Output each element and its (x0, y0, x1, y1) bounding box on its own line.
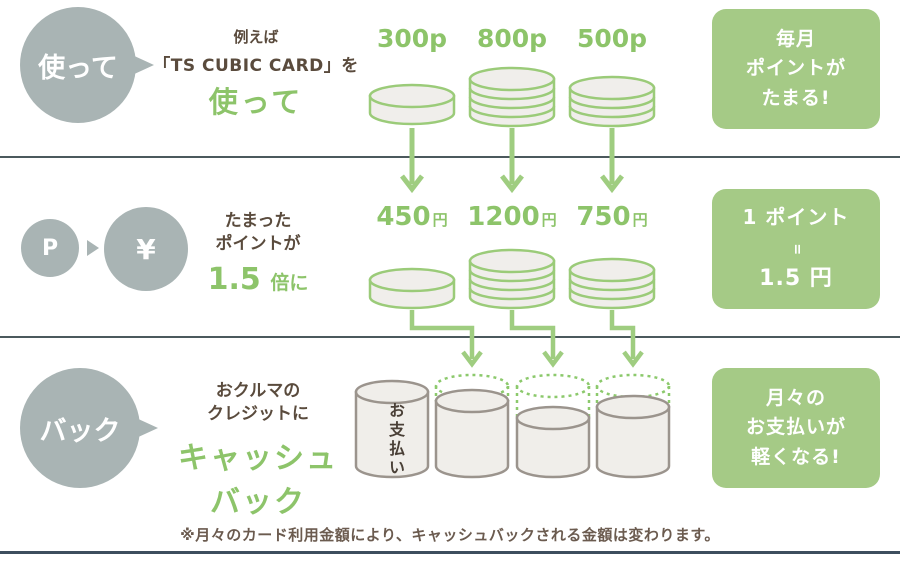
step-bubble-back: バック (20, 368, 140, 488)
yen-circle: ¥ (104, 207, 188, 291)
yen-circle-label: ¥ (136, 232, 156, 266)
step-bubble-use: 使って (20, 7, 136, 123)
coin-stack-800p (468, 66, 556, 128)
row1-desc-highlight: 使って (208, 85, 304, 119)
amount-2-value: 1200 (467, 202, 540, 232)
row3-desc-highlight1: キャッシュ (178, 440, 338, 476)
row1-description: 例えば 「TS CUBIC CARD」を 使って (150, 26, 362, 121)
result-box2-line3: 1.5 円 (759, 266, 833, 292)
payment-cylinder-3 (515, 373, 591, 479)
result-box1-line2: ポイントが (745, 57, 846, 80)
row2-desc-highlight: 1.5 倍に (180, 262, 336, 297)
result-box-lighter-payment: 月々の お支払いが 軽くなる! (712, 368, 880, 488)
coin-stack-450yen (368, 267, 456, 310)
point-circle: P (21, 219, 79, 277)
coin-stack-300p (368, 83, 456, 126)
amount-3-unit: 円 (632, 211, 648, 229)
bottom-border (0, 551, 900, 554)
elbow-arrow-1 (409, 310, 483, 368)
amount-3-value: 750 (576, 202, 631, 232)
down-arrow-3 (600, 128, 624, 194)
row1-desc-line1: 例えば (233, 28, 279, 46)
row-divider-1 (0, 156, 900, 158)
coin-stack-1200yen (468, 248, 556, 310)
multiplier-suffix: 倍に (270, 271, 309, 294)
elbow-arrow-2 (509, 310, 564, 368)
result-box2-line1: 1 ポイント (742, 204, 850, 229)
row2-desc-line2: ポイントが (215, 233, 301, 254)
multiplier-value: 1.5 (207, 261, 261, 297)
row-divider-2 (0, 336, 900, 338)
elbow-arrow-3 (609, 310, 644, 368)
amount-2-unit: 円 (541, 211, 557, 229)
result-box1-line1: 毎月 (775, 27, 816, 50)
row3-desc-line2: クレジットに (207, 403, 309, 424)
down-arrow-2 (500, 128, 524, 194)
down-arrow-1 (400, 128, 424, 194)
points-label-3: 500p (576, 24, 648, 53)
result-box3-line2: お支払いが (745, 416, 846, 439)
row3-description: おクルマの クレジットに キャッシュ バック (178, 380, 338, 521)
amount-1-unit: 円 (432, 211, 448, 229)
step-bubble-back-label: バック (39, 415, 121, 447)
result-box3-line1: 月々の (765, 386, 826, 409)
bubble-tail-icon (134, 417, 158, 439)
result-box-monthly-points: 毎月 ポイントが たまる! (712, 9, 880, 129)
row3-desc-highlight2: バック (210, 484, 306, 520)
result-box1-line3: たまる! (761, 86, 831, 109)
row3-desc-line1: おクルマの (215, 381, 301, 401)
coin-stack-750yen (568, 257, 656, 310)
footnote: ※月々のカード利用金額により、キャッシュバックされる金額は変わります。 (180, 526, 720, 544)
point-circle-label: P (41, 235, 59, 261)
row2-description: たまった ポイントが 1.5 倍に (180, 210, 336, 297)
points-label-2: 800p (476, 24, 548, 53)
payment-cylinder-full (354, 379, 430, 479)
step-bubble-use-label: 使って (38, 52, 118, 84)
row1-desc-line2: 「TS CUBIC CARD」を (153, 56, 359, 76)
row2-desc-line1: たまった (224, 211, 292, 231)
bubble-tail-icon (130, 54, 154, 76)
result-box3-line3: 軽くなる! (751, 445, 841, 468)
payment-cylinder-2 (434, 373, 510, 479)
result-box-conversion-rate: 1 ポイント = 1.5 円 (712, 189, 880, 309)
payment-cylinder-4 (595, 373, 671, 479)
payment-cylinder-label: お支払い (386, 402, 405, 478)
arrow-right-icon (87, 240, 99, 256)
points-label-1: 300p (376, 24, 448, 53)
equals-sign: = (788, 243, 805, 256)
amount-1-value: 450 (376, 202, 431, 232)
coin-stack-500p (568, 75, 656, 128)
